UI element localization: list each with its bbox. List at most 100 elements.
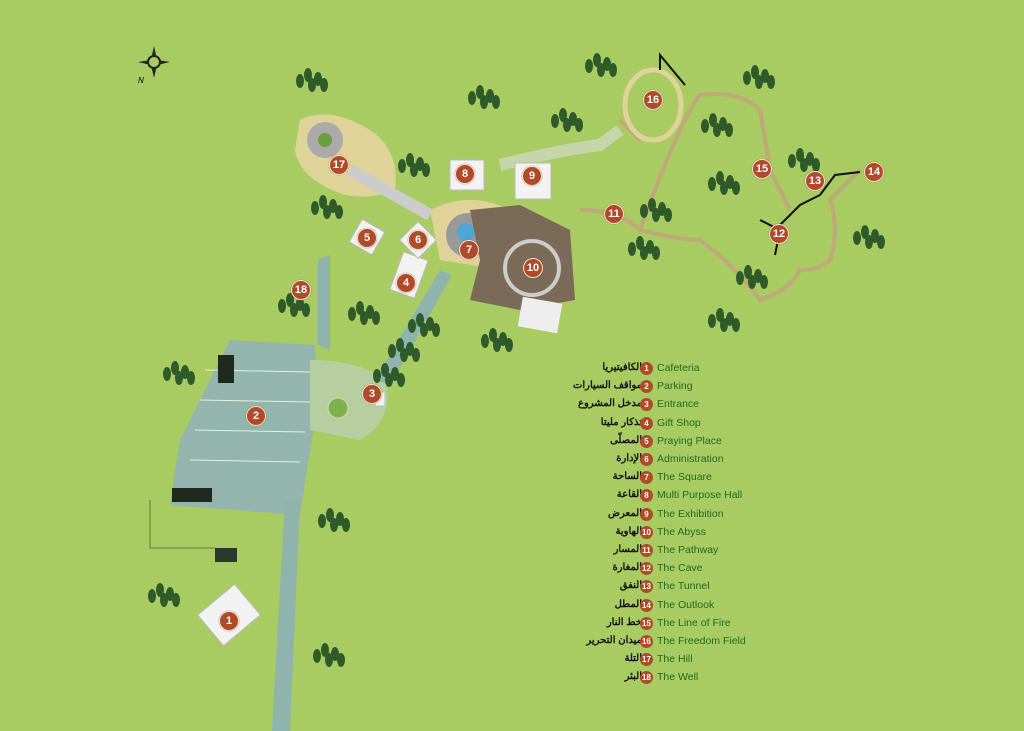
tree	[871, 229, 879, 243]
tree	[296, 74, 304, 88]
tree	[156, 583, 164, 597]
map-marker-12[interactable]: 12	[769, 224, 789, 244]
tree	[410, 163, 418, 177]
tree	[658, 202, 666, 216]
map-marker-15[interactable]: 15	[752, 159, 772, 179]
legend-english-label: The Outlook	[657, 598, 715, 611]
tree	[646, 240, 654, 254]
legend-number: 14	[640, 598, 653, 612]
tree	[713, 123, 721, 137]
tree	[320, 78, 328, 92]
legend-number: 9	[640, 507, 653, 521]
legend-arabic-label: التلة	[624, 653, 642, 665]
tree	[748, 275, 756, 289]
map-marker-5[interactable]: 5	[357, 228, 377, 248]
tree	[754, 269, 762, 283]
map-marker-2[interactable]: 2	[246, 406, 266, 426]
map-marker-17[interactable]: 17	[329, 155, 349, 175]
tree	[372, 311, 380, 325]
tree	[422, 163, 430, 177]
tree	[319, 195, 327, 209]
tree	[278, 299, 286, 313]
legend-english-label: Administration	[657, 453, 724, 465]
map-marker-18[interactable]: 18	[291, 280, 311, 300]
tree	[609, 63, 617, 77]
tree	[865, 235, 873, 249]
tree	[286, 293, 294, 307]
legend-english-label: Cafeteria	[657, 362, 700, 374]
tree	[716, 308, 724, 322]
tree	[187, 371, 195, 385]
tree	[559, 108, 567, 122]
tree	[426, 317, 434, 331]
map-marker-13[interactable]: 13	[805, 171, 825, 191]
map-marker-16[interactable]: 16	[643, 90, 663, 110]
tree	[416, 313, 424, 327]
trees	[148, 53, 885, 667]
legend-number: 3	[640, 398, 653, 412]
tree	[432, 323, 440, 337]
legend-arabic-label: المصلّى	[610, 434, 642, 446]
tree	[388, 344, 396, 358]
tree	[381, 363, 389, 377]
legend-english-label: Multi Purpose Hall	[657, 489, 743, 502]
map-marker-8[interactable]: 8	[455, 164, 475, 184]
legend-number: 6	[640, 453, 653, 466]
tree	[493, 338, 501, 352]
tree	[175, 371, 183, 385]
legend-english-label: The Tunnel	[657, 580, 710, 593]
legend-number: 15	[640, 616, 653, 630]
map-marker-1[interactable]: 1	[219, 611, 239, 631]
map-marker-6[interactable]: 6	[408, 230, 428, 250]
tree	[489, 328, 497, 342]
map-marker-10[interactable]: 10	[523, 258, 543, 278]
legend-arabic-label: المعرض	[607, 507, 642, 519]
tree	[406, 153, 414, 167]
tree	[181, 365, 189, 379]
map-marker-7[interactable]: 7	[459, 240, 479, 260]
hill-area	[295, 114, 433, 221]
legend-arabic-label: ميدان التحرير	[586, 635, 642, 646]
map-marker-14[interactable]: 14	[864, 162, 884, 182]
map-marker-9[interactable]: 9	[522, 166, 542, 186]
tree	[160, 593, 168, 607]
tree	[337, 653, 345, 667]
legend-number: 13	[640, 580, 653, 594]
map-marker-11[interactable]: 11	[604, 204, 624, 224]
map-marker-4[interactable]: 4	[396, 273, 416, 293]
legend-arabic-label: الهاوية	[615, 525, 642, 537]
tree	[636, 236, 644, 250]
tree	[719, 117, 727, 131]
legend-number: 12	[640, 562, 653, 576]
tree	[397, 373, 405, 387]
tree	[172, 593, 180, 607]
tree	[708, 177, 716, 191]
tree	[398, 159, 406, 173]
legend-number: 8	[640, 489, 653, 503]
compass-rose-icon	[138, 46, 170, 78]
legend-english-label: The Line of Fire	[657, 616, 731, 629]
tree	[569, 112, 577, 126]
tree	[732, 318, 740, 332]
tree	[492, 95, 500, 109]
legend-english-label: The Square	[657, 471, 712, 484]
legend-english-label: The Cave	[657, 562, 703, 575]
legend-english-label: The Pathway	[657, 544, 719, 556]
legend-number: 18	[640, 671, 653, 685]
tree	[628, 242, 636, 256]
tree	[585, 59, 593, 73]
map-marker-3[interactable]: 3	[362, 384, 382, 404]
tree	[732, 181, 740, 195]
tree	[166, 587, 174, 601]
legend-number: 7	[640, 471, 653, 485]
tree	[400, 348, 408, 362]
